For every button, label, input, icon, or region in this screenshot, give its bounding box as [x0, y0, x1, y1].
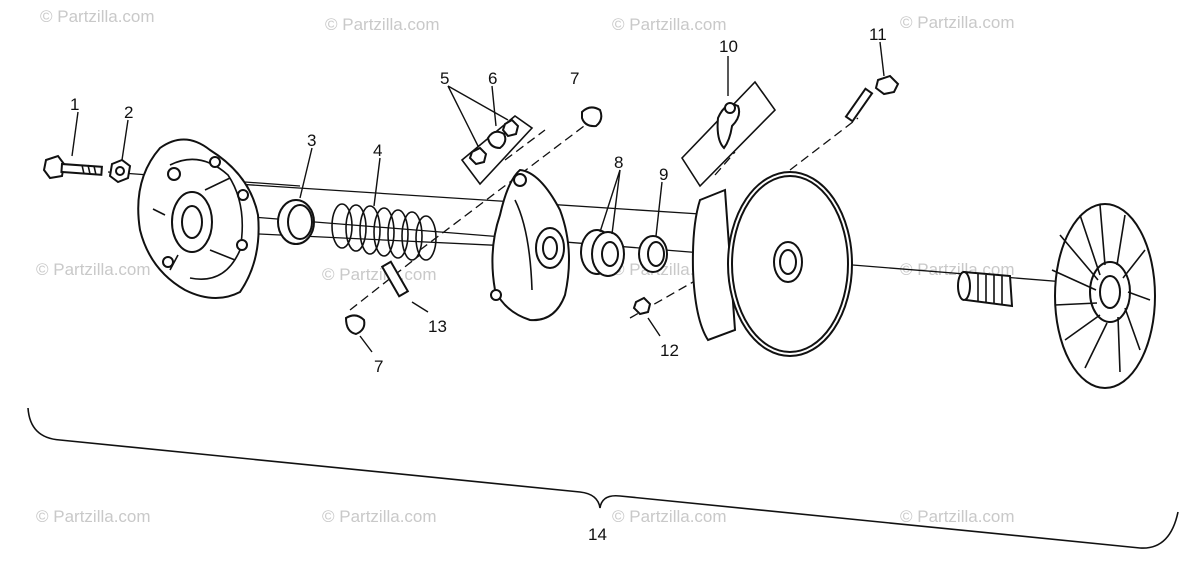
callout-12: 12: [660, 341, 679, 360]
watermark-10: © Partzilla.com: [322, 507, 437, 526]
callout-1: 1: [70, 95, 79, 114]
callouts: 1 2 3 4 5 6 7 7 8 9 10 11 12 13 14: [70, 25, 887, 544]
watermark-9: © Partzilla.com: [36, 507, 151, 526]
watermark-3: © Partzilla.com: [612, 15, 727, 34]
callout-10: 10: [719, 37, 738, 56]
moveable-sheave: [691, 171, 853, 357]
callout-13: 13: [428, 317, 447, 336]
callout-9: 9: [659, 165, 668, 184]
ring-part-3: [277, 199, 315, 245]
button-part-7-bottom: [344, 314, 366, 336]
fixed-sheave-fan: [957, 203, 1156, 389]
bushing-part-9: [638, 235, 668, 273]
weight-box-10: [680, 80, 777, 188]
clutch-cover-plate: [137, 138, 260, 299]
watermark-1: © Partzilla.com: [40, 7, 155, 26]
button-part-7-top: [581, 106, 603, 128]
spring-part-4: [331, 203, 437, 261]
callout-14: 14: [588, 525, 607, 544]
callout-11: 11: [869, 25, 887, 44]
callout-2: 2: [124, 103, 133, 122]
watermark-11: © Partzilla.com: [612, 507, 727, 526]
roller-part-8: [580, 229, 625, 277]
hardware-box-5-6: [460, 114, 534, 186]
bolt-part-1: [42, 154, 103, 180]
callout-6: 6: [488, 69, 497, 88]
watermark-4: © Partzilla.com: [900, 13, 1015, 32]
bolt-part-11: [844, 74, 900, 123]
nut-part-12: [632, 296, 652, 316]
watermarks: © Partzilla.com © Partzilla.com © Partzi…: [36, 7, 1015, 526]
assembly-bracket: [27, 407, 1179, 549]
callout-5: 5: [440, 69, 449, 88]
pin-part-13: [380, 260, 410, 298]
callout-8: 8: [614, 153, 623, 172]
callout-7-bottom: 7: [374, 357, 383, 376]
callout-4: 4: [373, 141, 382, 160]
watermark-12: © Partzilla.com: [900, 507, 1015, 526]
watermark-5: © Partzilla.com: [36, 260, 151, 279]
spider-hub: [490, 168, 570, 322]
callout-3: 3: [307, 131, 316, 150]
watermark-2: © Partzilla.com: [325, 15, 440, 34]
nut-part-2: [108, 158, 132, 184]
leader-lines: [71, 41, 885, 353]
callout-7-top: 7: [570, 69, 579, 88]
watermark-6: © Partzilla.com: [322, 265, 437, 284]
